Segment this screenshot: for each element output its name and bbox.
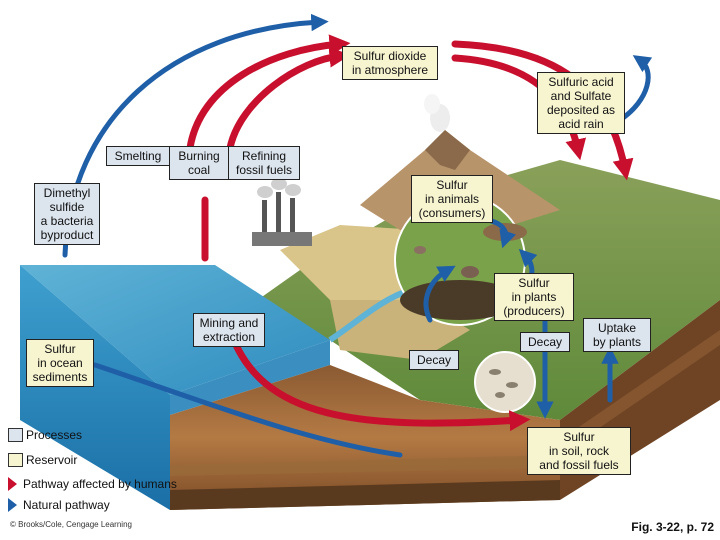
label-sulfur-dioxide: Sulfur dioxide in atmosphere [342,46,438,80]
label-smelting: Smelting [106,146,170,166]
red-arrow-icon [8,477,17,491]
arrow-industry-to-atmosphere [226,46,351,152]
label-decay-right: Decay [520,332,570,352]
label-burning-coal: Burning coal [169,146,229,180]
label-mining: Mining and extraction [193,313,265,347]
legend-natural-pathway: Natural pathway [8,498,110,512]
legend-natural-pathway-label: Natural pathway [23,498,110,512]
label-sulfur-in-plants: Sulfur in plants (producers) [494,273,574,321]
label-soil-rock: Sulfur in soil, rock and fossil fuels [527,427,631,475]
label-sulfur-in-animals: Sulfur in animals (consumers) [411,175,493,223]
process-swatch [8,428,23,442]
figure-reference: Fig. 3-22, p. 72 [631,520,714,534]
arrow-smelting-to-atmosphere [186,34,351,152]
factory [252,178,312,246]
legend-human-pathway: Pathway affected by humans [8,477,177,491]
arrow-ocean-sediments [92,362,403,458]
legend-processes: Processes [8,428,82,442]
label-uptake: Uptake by plants [583,318,651,352]
label-decay-center: Decay [409,350,459,370]
legend-human-pathway-label: Pathway affected by humans [23,477,177,491]
legend-reservoir-label: Reservoir [26,453,78,467]
copyright: © Brooks/Cole, Cengage Learning [10,520,132,529]
blue-arrow-icon [8,498,17,512]
label-refining: Refining fossil fuels [228,146,300,180]
arrow-acid-rain-loop [617,55,653,123]
reservoir-swatch [8,453,23,467]
label-dimethyl-sulfide: Dimethyl sulfide a bacteria byproduct [34,183,100,245]
label-ocean-sediments: Sulfur in ocean sediments [26,339,94,387]
legend-reservoir: Reservoir [8,453,77,467]
arrow-decay-loop [423,265,456,323]
ocean [20,265,330,510]
label-sulfuric-acid: Sulfuric acid and Sulfate deposited as a… [537,72,625,134]
microbes [474,351,536,413]
legend-processes-label: Processes [26,428,83,442]
arrow-mining-down [226,326,531,432]
